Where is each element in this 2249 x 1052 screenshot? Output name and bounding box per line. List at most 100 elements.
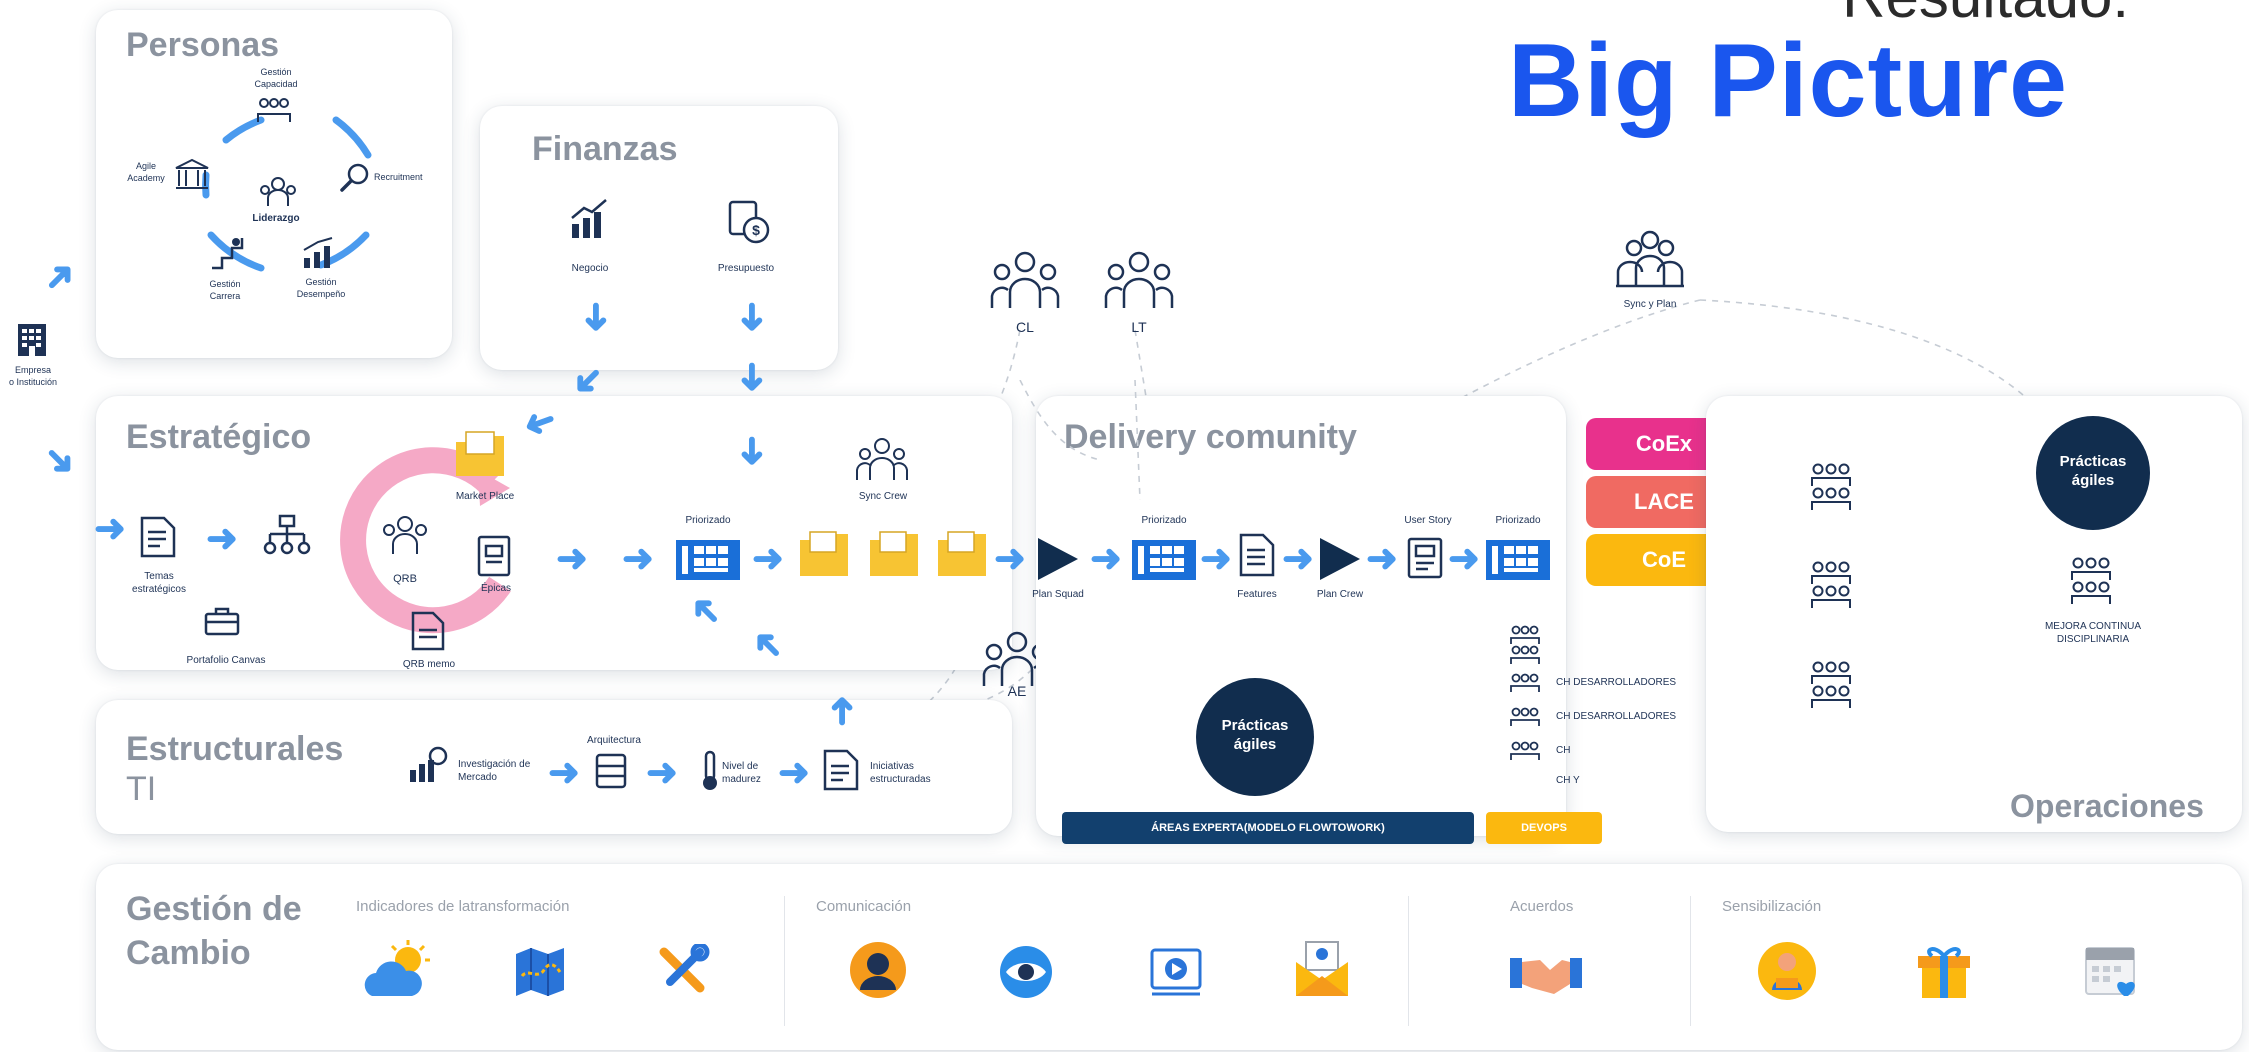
estructurales-item-2: Nivel de madurez (722, 761, 761, 785)
temas-label: Temas estratégicos (132, 571, 186, 595)
finanzas-item-1: Presupuesto (717, 263, 775, 274)
personas-panel (96, 10, 452, 358)
personas-item-3: Gestión Carrera (209, 279, 241, 301)
kanban-board-icon (1486, 540, 1550, 580)
sync-plan-group-icon (1616, 230, 1684, 288)
folder-icon (938, 531, 986, 576)
performance-icon (303, 237, 333, 268)
lt-group-icon (1104, 251, 1174, 308)
career-icon (212, 238, 244, 270)
personas-title: Personas (126, 26, 280, 64)
arrow-priorizado-to-features: ➜ (1200, 538, 1232, 580)
portafolio-label: Portafolio Canvas (186, 655, 266, 666)
estructurales-item-3: Iniciativas estructuradas (870, 761, 931, 785)
gestion-title-2: Cambio (126, 934, 251, 972)
svg-text:$: $ (752, 222, 760, 238)
thermometer-icon (703, 750, 717, 790)
page-title: Big Picture (1508, 23, 2068, 139)
people-group-icon (1811, 561, 1851, 608)
priorizado-2-label: Priorizado (1495, 515, 1541, 526)
liderazgo-label: Liderazgo (252, 213, 300, 224)
arrow-investigacion-to-arq: ➜ (548, 752, 580, 794)
people-group-icon (1811, 463, 1851, 510)
practicas-delivery-label: Prácticas ágiles (1221, 717, 1289, 753)
empresa-label: Empresa o Institución (8, 365, 58, 387)
delivery-dashes (1019, 380, 1141, 501)
section-acuerdos: Acuerdos (1510, 898, 1574, 915)
weather-icon (364, 940, 430, 996)
estructurales-title-2: TI (126, 770, 157, 808)
arrow-features-to-plancrew: ➜ (1282, 538, 1314, 580)
finanzas-title: Finanzas (532, 130, 678, 168)
kanban-board-icon (676, 540, 740, 580)
arrow-plancrew-to-userstory: ➜ (1366, 538, 1398, 580)
finanzas-item-0: Negocio (571, 263, 609, 274)
user-story-icon (1407, 537, 1443, 579)
eye-icon (1000, 946, 1052, 998)
practicas-ops-label: Prácticas ágiles (2059, 453, 2127, 489)
document-icon (1239, 533, 1275, 577)
cl-label: CL (1016, 319, 1034, 335)
practicas-agiles-delivery: Prácticas ágiles (1196, 678, 1314, 796)
personas-item-0: Gestión Capacidad (254, 67, 298, 89)
video-icon (1150, 948, 1202, 996)
operaciones-title: Operaciones (2010, 788, 2204, 824)
avatar-icon (850, 942, 906, 998)
arrow-temas-to-hierarchy: ➜ (206, 518, 238, 560)
speaker-icon (1758, 942, 1816, 1000)
qrb-memo-label: QRB memo (402, 659, 456, 670)
user-story-label: User Story (1404, 515, 1452, 526)
arrow-negocio-down: ➜ (574, 301, 617, 333)
divider-1 (784, 896, 785, 1026)
people-group-icon (1510, 741, 1540, 760)
mail-icon (1296, 941, 1348, 996)
arrow-priorizado-to-folders: ➜ (752, 538, 784, 580)
hierarchy-icon (263, 514, 311, 555)
priorizado-1-label: Priorizado (1141, 515, 1187, 526)
database-icon (595, 753, 627, 789)
play-triangle-icon (1320, 538, 1360, 580)
title-prefix: Resultado: (1842, 0, 2129, 31)
gift-icon (1918, 947, 1970, 998)
features-label: Features (1237, 589, 1277, 600)
market-label: Market Place (455, 491, 515, 502)
academy-icon (175, 158, 209, 189)
capacity-icon (257, 98, 291, 122)
plan-crew-label: Plan Crew (1316, 589, 1364, 600)
plan-squad-label: Plan Squad (1032, 589, 1084, 600)
divider-2 (1408, 896, 1409, 1026)
priorizado-label: Priorizado (685, 515, 731, 526)
cl-group-icon (990, 251, 1060, 308)
areas-experta-bar: ÁREAS EXPERTA(MODELO FLOWTOWORK) (1062, 812, 1474, 844)
arrow-epicas-to-priorizado: ➜ (556, 538, 588, 580)
map-icon (516, 948, 564, 996)
sync-crew-icon (856, 438, 908, 480)
gestion-title-1: Gestión de (126, 890, 302, 928)
sync-plan-label: Sync y Plan (1623, 299, 1677, 310)
folder-icon (456, 431, 504, 476)
people-group-icon (1510, 707, 1540, 726)
ch-item-1: CH DESARROLLADORES (1556, 711, 1677, 722)
estrategico-panel (96, 396, 1012, 670)
arrow-folders-to-plansquad: ➜ (994, 538, 1026, 580)
qrb-cycle-ring (340, 447, 511, 634)
arrow-presupuesto-down-2: ➜ (730, 361, 773, 393)
building-icon (18, 324, 46, 356)
document-icon (140, 516, 176, 558)
section-comunicacion: Comunicación (816, 898, 912, 915)
ae-label: AE (1007, 683, 1027, 699)
handshake-icon (1510, 958, 1582, 994)
people-group-icon (1811, 661, 1851, 708)
section-indicadores: Indicadores de latransformación (356, 898, 570, 915)
arrow-userstory-to-priorizado: ➜ (1448, 538, 1480, 580)
arrow-arq-to-madurez: ➜ (646, 752, 678, 794)
ch-item-2: CH (1556, 745, 1571, 756)
people-group-icon (1510, 673, 1540, 692)
kanban-board-icon (1132, 540, 1196, 580)
personas-item-2: Gestión Desempeño (296, 277, 346, 299)
arrow-entry: ➜ (94, 508, 126, 550)
recruitment-icon (340, 163, 369, 192)
estructurales-title-1: Estructurales (126, 730, 344, 768)
arrow-madurez-to-iniciativas: ➜ (778, 752, 810, 794)
ch-item-3: CH Y (1556, 775, 1580, 786)
